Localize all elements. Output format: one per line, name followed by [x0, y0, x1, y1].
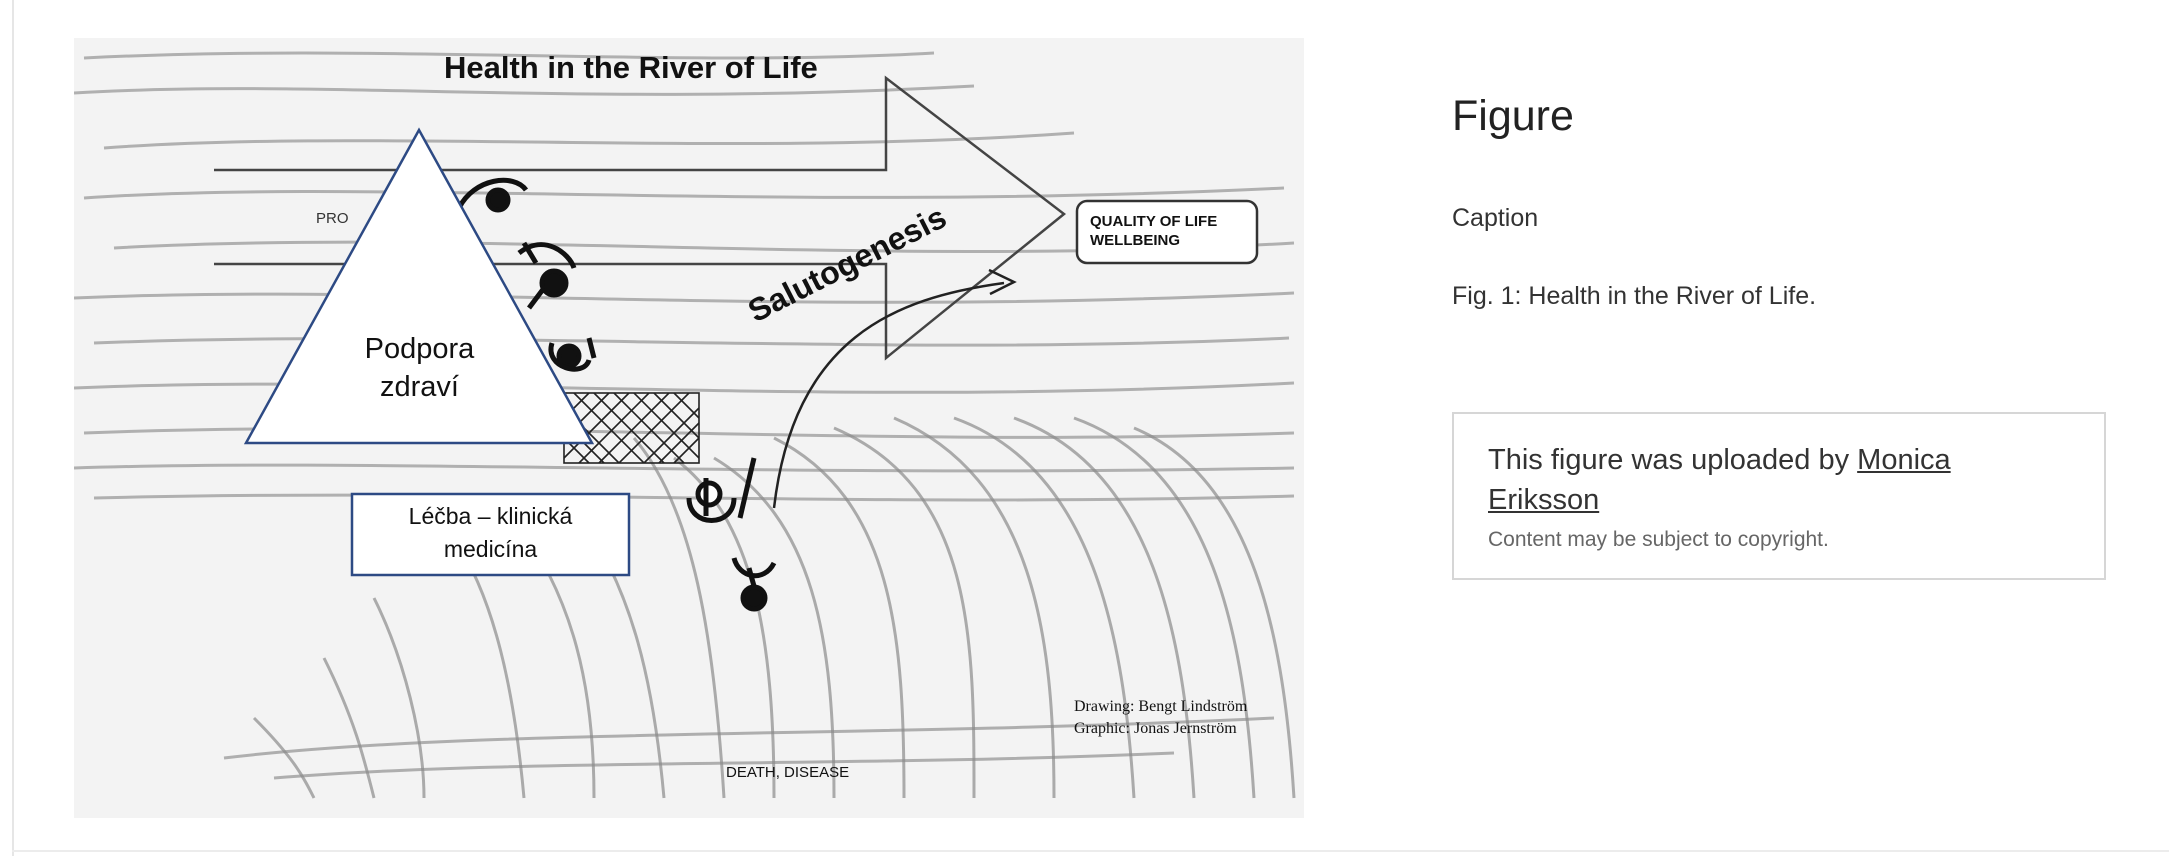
death-disease-label: DEATH, DISEASE [726, 764, 849, 781]
left-divider [12, 0, 14, 856]
upload-info-box: This figure was uploaded by Monica Eriks… [1452, 412, 2106, 580]
upload-line: This figure was uploaded by Monica Eriks… [1488, 440, 2048, 520]
credit-graphic: Graphic: Jonas Jernström [1074, 720, 1237, 738]
figure-sidebar: Figure Caption Fig. 1: Health in the Riv… [1452, 0, 2112, 856]
credit-drawing: Drawing: Bengt Lindström [1074, 698, 1247, 716]
copyright-note: Content may be subject to copyright. [1488, 528, 1829, 552]
goal-box-line1: QUALITY OF LIFE [1090, 213, 1217, 230]
figure-title: Health in the River of Life [444, 50, 818, 86]
upload-prefix: This figure was uploaded by [1488, 444, 1857, 476]
page-title: Figure [1452, 92, 1574, 141]
caption-label: Caption [1452, 204, 1538, 233]
treatment-label-line1: Léčba – klinická [352, 503, 629, 530]
figure-image[interactable]: Health in the River of Life Salutogenesi… [74, 38, 1304, 818]
triangle-label-line2: zdraví [352, 371, 487, 404]
goal-box-line2: WELLBEING [1090, 232, 1180, 249]
treatment-label-line2: medicína [352, 536, 629, 563]
partial-left-label: PRO [316, 210, 349, 227]
triangle-label-line1: Podpora [352, 333, 487, 366]
caption-text: Fig. 1: Health in the River of Life. [1452, 282, 1816, 311]
